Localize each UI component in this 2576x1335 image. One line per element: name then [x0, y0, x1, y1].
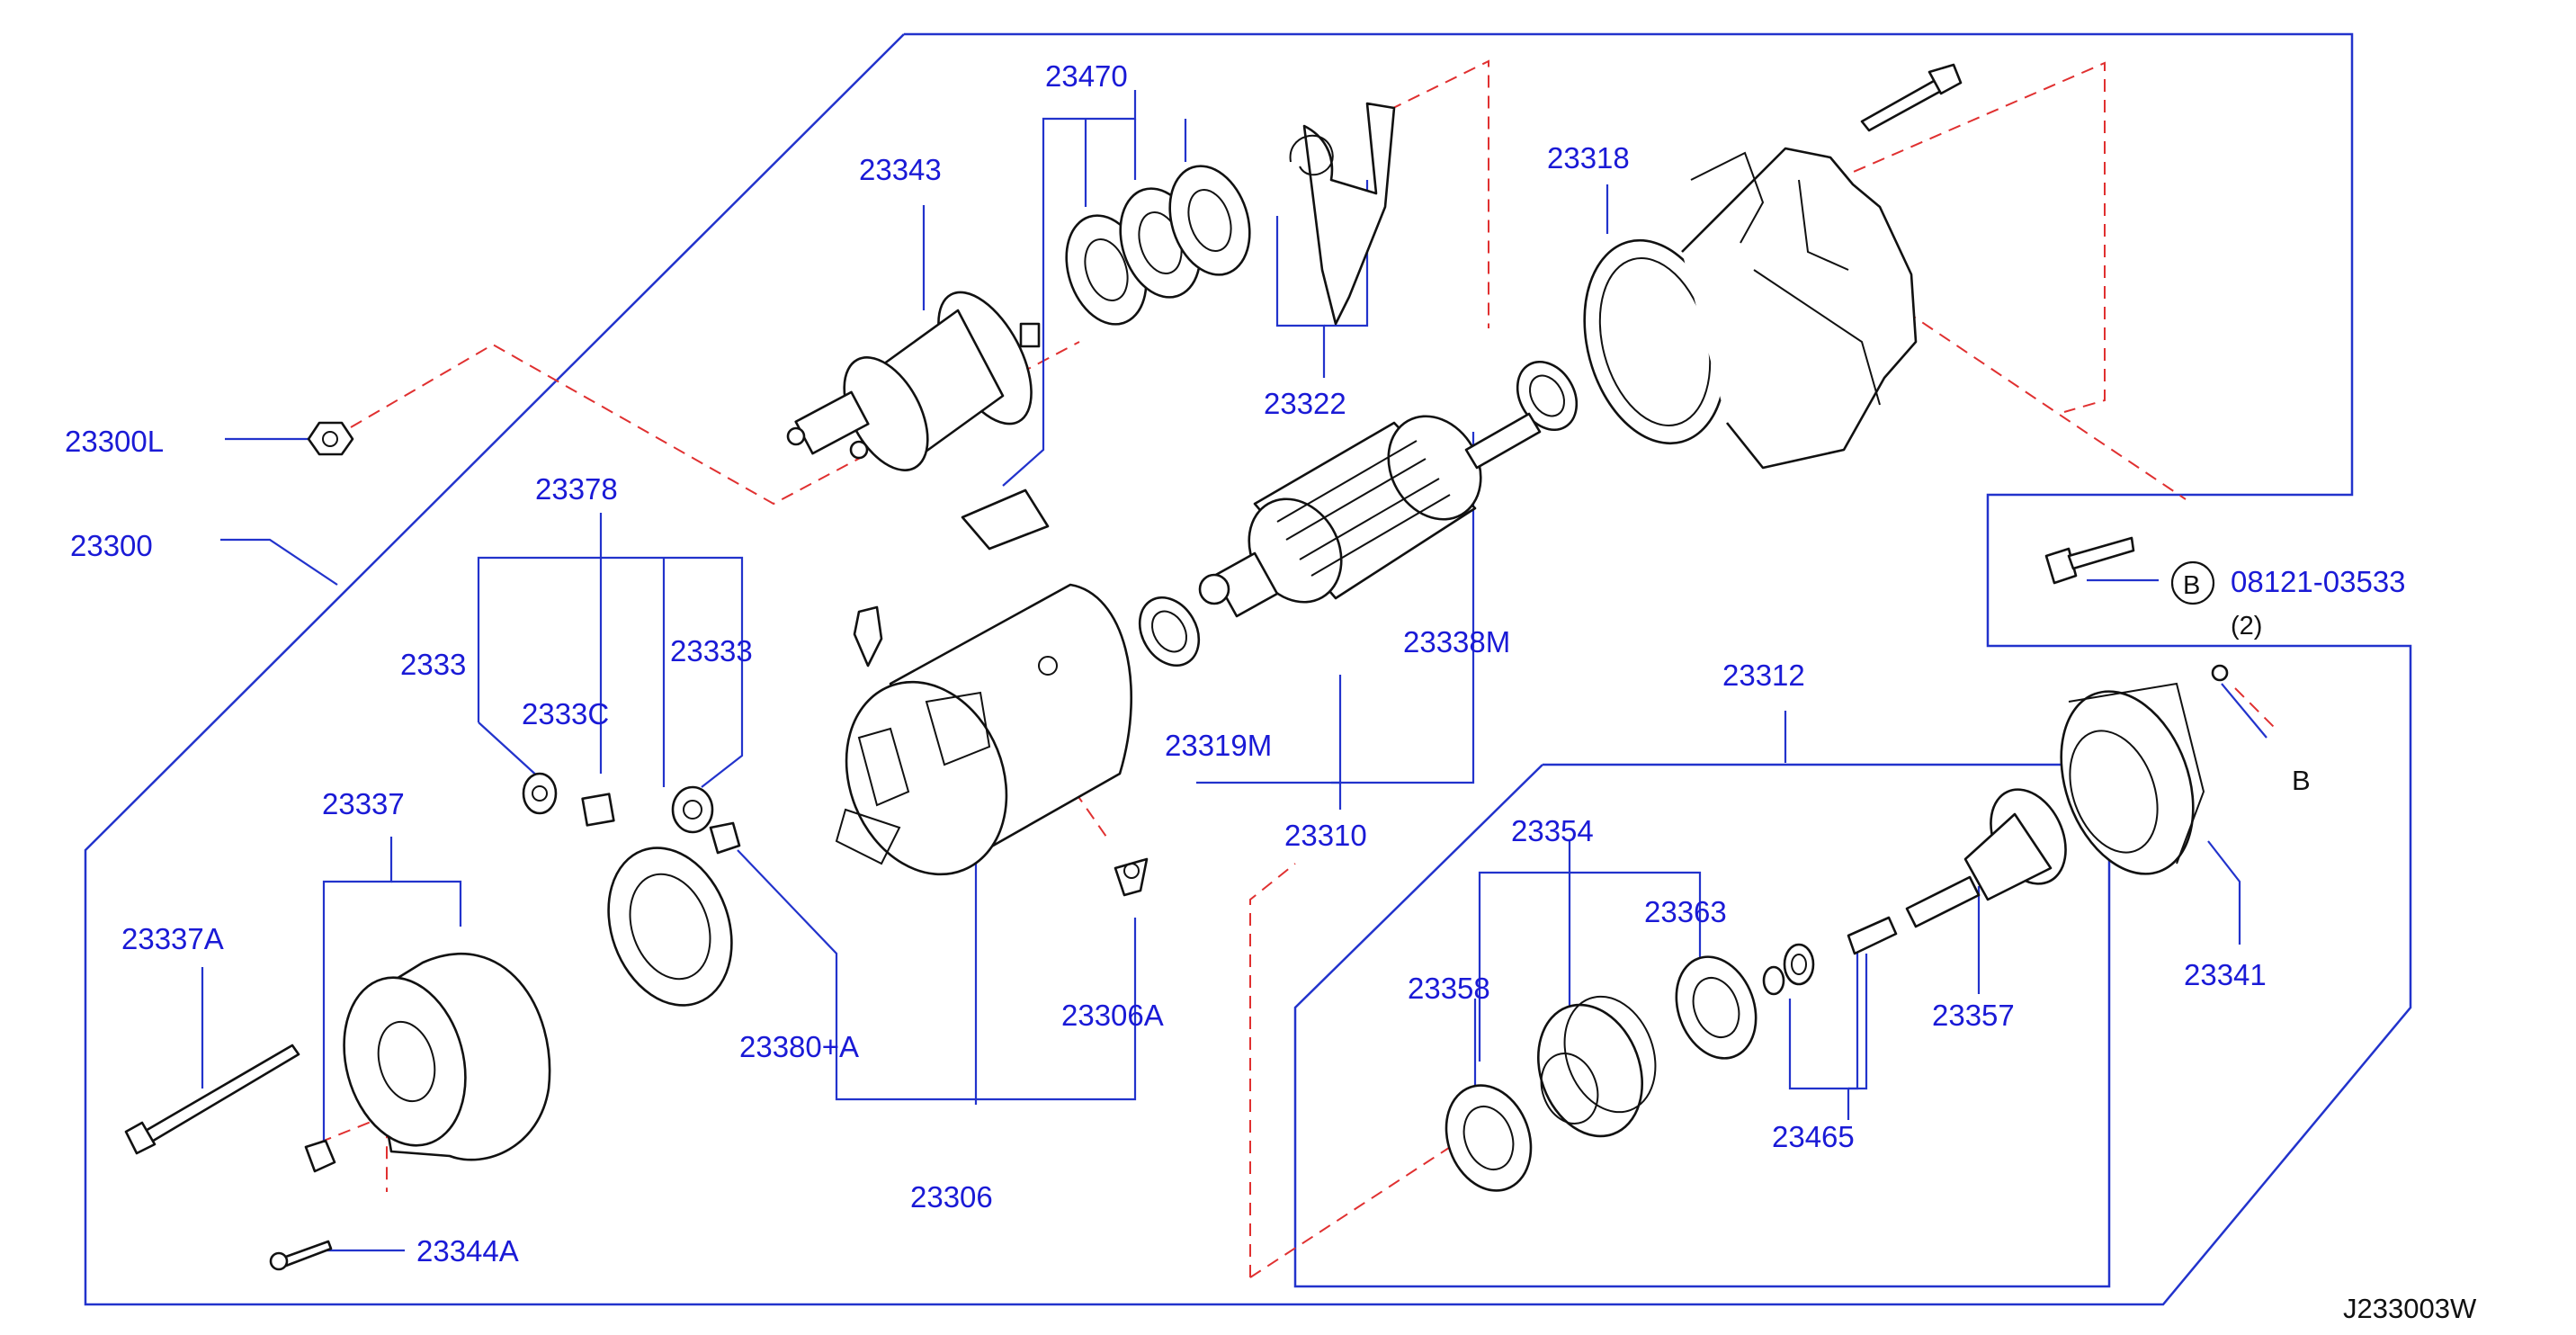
label-23354: 23354: [1511, 814, 1594, 847]
label-23338M: 23338M: [1403, 625, 1510, 659]
gaskets-23470: [1065, 165, 1251, 326]
label-23378: 23378: [535, 472, 618, 506]
diagram-id: J233003W: [2343, 1293, 2477, 1324]
armature-23310: [1198, 412, 1542, 618]
gear-housing-23341: [2060, 664, 2229, 875]
label-ref-b: B: [2292, 765, 2311, 796]
label-23330: 2333C: [522, 697, 609, 730]
solenoid-23343: [786, 291, 1041, 471]
label-23357: 23357: [1932, 999, 2015, 1032]
label-23363: 23363: [1644, 895, 1727, 928]
label-23333-right: 23333: [670, 634, 753, 668]
label-08121-03533: 08121-03533: [2231, 565, 2406, 598]
label-quantity: (2): [2231, 612, 2262, 641]
label-23300: 23300: [70, 529, 153, 562]
label-23310: 23310: [1284, 819, 1367, 852]
label-23341: 23341: [2184, 958, 2267, 991]
bearing-23319M: [1138, 596, 1201, 668]
label-23337: 23337: [322, 787, 405, 820]
ref-circle-letter: B: [2183, 571, 2200, 600]
washers-23465: [1762, 943, 1815, 996]
label-23318: 23318: [1547, 141, 1630, 175]
plunger-part: [961, 488, 1050, 551]
label-23344A: 23344A: [416, 1234, 519, 1268]
label-23300L: 23300L: [65, 425, 164, 458]
assembly-guide-lines: [318, 59, 2276, 1278]
label-23306A: 23306A: [1061, 999, 1164, 1032]
label-23337A: 23337A: [121, 922, 224, 955]
label-23343: 23343: [859, 153, 942, 186]
bearing-23358: [1445, 1084, 1533, 1192]
rear-cover-23337: [304, 952, 551, 1173]
label-23322: 23322: [1264, 387, 1346, 420]
through-bolt-23337A: [124, 1044, 300, 1155]
label-23380-A: 23380+A: [739, 1030, 859, 1063]
pinion-shaft-23357: [1847, 788, 2067, 955]
leader-lines: [201, 90, 2267, 1252]
label-23465: 23465: [1772, 1120, 1855, 1153]
label-23312: 23312: [1722, 659, 1805, 692]
drive-housing-23318: [1583, 63, 1963, 470]
nut-23300L: [307, 421, 354, 456]
label-23306: 23306: [910, 1180, 993, 1214]
part-labels: 23470 23343 23318 23300L 23300 23378 233…: [65, 59, 2477, 1324]
pinion-gear-23354: [1537, 995, 1657, 1138]
ref-circle: [2170, 560, 2215, 605]
bolt-08121-03533: [2044, 536, 2135, 585]
label-23470: 23470: [1045, 59, 1128, 93]
bearing-23363: [1675, 955, 1758, 1060]
shift-lever-23322: [1289, 102, 1396, 326]
screw-23306A: [1114, 857, 1149, 897]
label-23319M: 23319M: [1165, 729, 1272, 762]
screw-23344A: [269, 1240, 333, 1271]
brush-holder-parts: [522, 772, 741, 1007]
label-23333-left: 2333: [400, 648, 466, 681]
outer-frame: [84, 32, 2412, 1306]
label-23358: 23358: [1408, 972, 1490, 1005]
yoke-23306: [835, 583, 1133, 876]
bearing-23338M: [1516, 360, 1579, 432]
pinion-subassembly-frame: [1293, 763, 2111, 1288]
